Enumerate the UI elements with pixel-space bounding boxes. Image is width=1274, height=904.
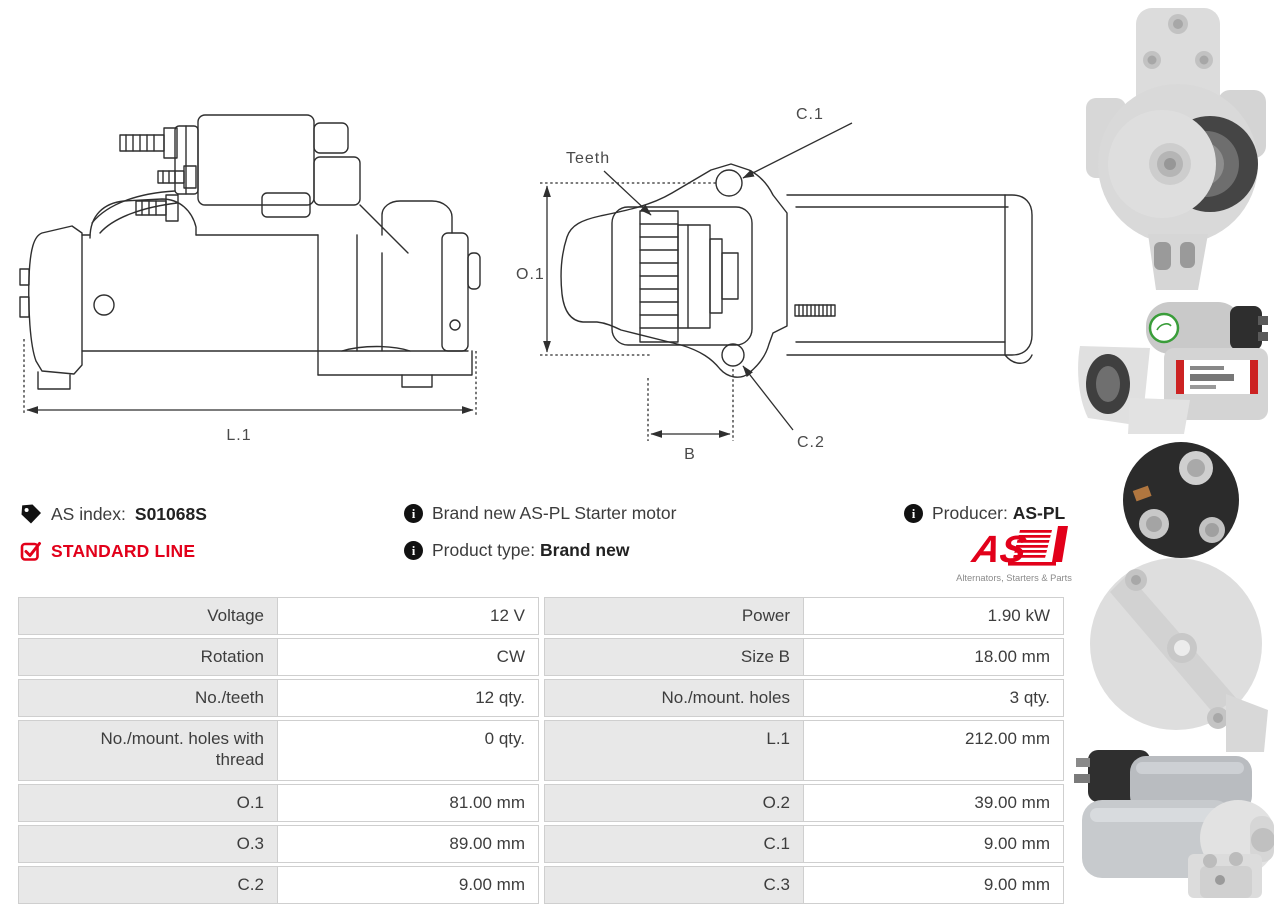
- standard-line-label: STANDARD LINE: [51, 540, 196, 561]
- product-type-value: Brand new: [540, 540, 630, 560]
- technical-drawing-front-view: O.1 B C.1 C.2 Teeth: [516, 106, 1033, 463]
- spec-value-cell: 9.00 mm: [277, 866, 539, 904]
- brand-new-note-row: i Brand new AS-PL Starter motor: [404, 503, 676, 524]
- aspl-logo: AS Alternators, Starters & Parts: [956, 526, 1072, 583]
- info-icon: i: [904, 504, 923, 523]
- info-icon: i: [404, 504, 423, 523]
- product-photo-front-view[interactable]: [1078, 2, 1274, 292]
- checkbox-checked-icon: [20, 542, 41, 561]
- standard-line-row: STANDARD LINE: [20, 540, 195, 562]
- product-photo-side-label[interactable]: [1072, 288, 1274, 434]
- spec-value-cell: 212.00 mm: [803, 720, 1064, 781]
- producer-row: i Producer: AS-PL: [904, 503, 1065, 524]
- dim-label-B: B: [684, 446, 696, 463]
- producer-label: Producer:: [932, 503, 1008, 523]
- spec-value-cell: 3 qty.: [803, 679, 1064, 717]
- product-photo-rear-solenoid[interactable]: [1076, 432, 1274, 752]
- spec-label-cell: Size B: [544, 638, 804, 676]
- dim-label-C2: C.2: [797, 434, 825, 451]
- spec-value-cell: CW: [277, 638, 539, 676]
- spec-value-cell: 39.00 mm: [803, 784, 1064, 822]
- tag-icon: [21, 504, 41, 524]
- spec-value-cell: 18.00 mm: [803, 638, 1064, 676]
- product-type-row: i Product type: Brand new: [404, 540, 629, 561]
- as-index-value: S01068S: [134, 503, 207, 524]
- spec-value-cell: 0 qty.: [277, 720, 539, 781]
- spec-label-cell: Power: [544, 597, 804, 635]
- spec-label-cell: C.1: [544, 825, 804, 863]
- spec-value-cell: 9.00 mm: [803, 825, 1064, 863]
- spec-value-cell: 12 qty.: [277, 679, 539, 717]
- aspl-logo-tagline: Alternators, Starters & Parts: [956, 573, 1072, 583]
- spec-label-cell: O.2: [544, 784, 804, 822]
- spec-label-cell: O.1: [18, 784, 278, 822]
- spec-value-cell: 89.00 mm: [277, 825, 539, 863]
- spec-label-cell: No./mount. holes with thread: [18, 720, 278, 781]
- producer-value: AS-PL: [1012, 503, 1066, 523]
- spec-label-cell: No./mount. holes: [544, 679, 804, 717]
- spec-label-cell: No./teeth: [18, 679, 278, 717]
- spec-value-cell: 1.90 kW: [803, 597, 1064, 635]
- dim-label-teeth: Teeth: [566, 150, 610, 167]
- dim-label-L1: L.1: [226, 427, 251, 444]
- spec-label-cell: C.2: [18, 866, 278, 904]
- dim-label-O1: O.1: [516, 266, 545, 283]
- technical-drawing-side-view: L.1: [19, 114, 481, 444]
- spec-label-cell: C.3: [544, 866, 804, 904]
- spec-label-cell: L.1: [544, 720, 804, 781]
- product-type-label: Product type:: [432, 540, 536, 560]
- spec-label-cell: Rotation: [18, 638, 278, 676]
- spec-value-cell: 12 V: [277, 597, 539, 635]
- brand-new-note: Brand new AS-PL Starter motor: [432, 503, 677, 523]
- product-photo-side-2[interactable]: [1070, 742, 1274, 898]
- as-index-row: AS index: S01068S: [20, 503, 207, 525]
- spec-value-cell: 81.00 mm: [277, 784, 539, 822]
- dim-label-C1: C.1: [796, 106, 824, 123]
- info-icon: i: [404, 541, 423, 560]
- as-index-label: AS index:: [51, 503, 126, 524]
- spec-label-cell: O.3: [18, 825, 278, 863]
- spec-value-cell: 9.00 mm: [803, 866, 1064, 904]
- spec-label-cell: Voltage: [18, 597, 278, 635]
